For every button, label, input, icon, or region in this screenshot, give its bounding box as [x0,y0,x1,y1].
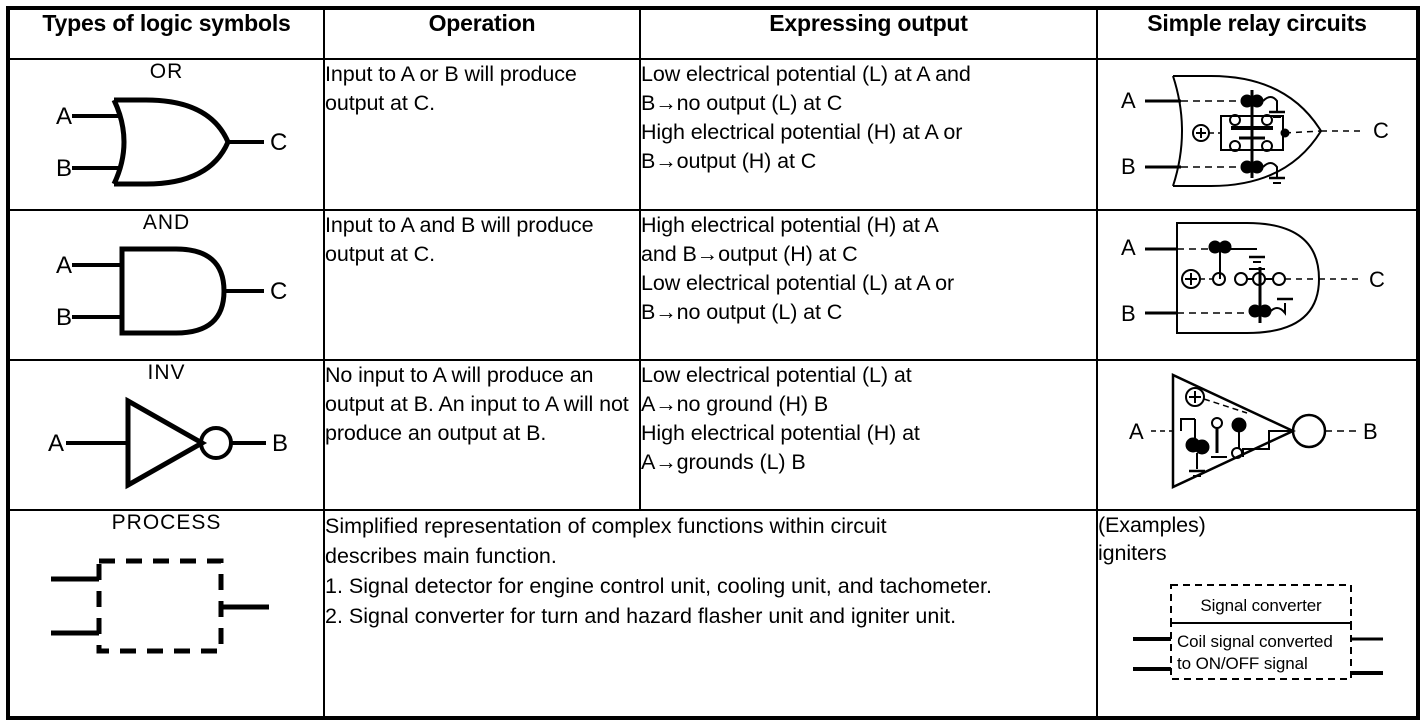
converter-line2-text: to ON/OFF signal [1177,654,1308,673]
or-gate-symbol: A B C [10,86,323,198]
svg-text:A: A [1121,235,1136,260]
relay-circuit-cell-and: A B C [1096,209,1418,361]
converter-line1-text: Coil signal converted [1177,632,1333,651]
table-row: AND A B C Input to A and B will [8,209,1418,361]
svg-text:B: B [1121,301,1136,326]
output-line: A→grounds (L) B [641,450,806,474]
process-description-line: Simplified representation of complex fun… [325,514,887,538]
svg-text:B: B [56,155,72,182]
svg-text:C: C [270,129,287,156]
inverter-gate-symbol: A B [10,387,323,499]
svg-text:C: C [1369,267,1385,292]
operation-cell-inv: No input to A will produce an output at … [323,359,641,511]
expressing-output-cell-inv: Low electrical potential (L) at A→no gro… [639,359,1098,511]
table-row: PROCESS Simplified representation of com… [8,509,1418,718]
operation-cell-or: Input to A or B will produce output at C… [323,58,641,211]
process-examples-cell: (Examples) igniters [1096,509,1418,718]
svg-text:A: A [56,103,72,130]
symbol-cell-or: OR A B C [8,58,325,211]
symbol-label: INV [147,361,186,384]
process-list-item: 1. Signal detector for engine control un… [325,574,992,598]
svg-text:C: C [1373,118,1389,143]
output-line: High electrical potential (H) at A or [641,120,963,144]
svg-text:A: A [1121,88,1136,113]
process-description-line: describes main function. [325,544,557,568]
symbol-cell-and: AND A B C [8,209,325,361]
header-expressing-output: Expressing output [639,8,1098,60]
signal-converter-block: Signal converter Coil signal converted t… [1098,577,1416,689]
and-relay-circuit: A B C [1098,211,1416,346]
output-line: B→output (H) at C [641,149,817,173]
process-description-cell: Simplified representation of complex fun… [323,509,1098,718]
examples-value: igniters [1098,541,1167,565]
table-row: INV A B No input to A will produce an ou… [8,359,1418,511]
symbol-label: AND [142,211,191,234]
table-header-row: Types of logic symbols Operation Express… [8,8,1418,60]
or-relay-circuit: A B C [1098,60,1416,202]
svg-text:A: A [48,430,64,457]
symbol-label: OR [149,60,184,83]
process-list-item: 2. Signal converter for turn and hazard … [325,604,957,628]
output-line: B→no output (L) at C [641,300,843,324]
svg-text:B: B [272,430,288,457]
output-line: Low electrical potential (L) at A or [641,271,955,295]
inverter-relay-circuit: A B [1098,361,1416,501]
and-gate-symbol: A B C [10,237,323,347]
output-line: High electrical potential (H) at A [641,213,939,237]
converter-title-text: Signal converter [1200,596,1322,615]
svg-text:B: B [1363,419,1378,444]
expressing-output-cell-and: High electrical potential (H) at A and B… [639,209,1098,361]
svg-text:A: A [56,252,72,279]
svg-text:B: B [56,304,72,331]
output-line: Low electrical potential (L) at A and [641,62,971,86]
output-line: Low electrical potential (L) at [641,363,912,387]
svg-text:B: B [1121,154,1136,179]
header-types-of-logic-symbols: Types of logic symbols [8,8,325,60]
output-line: A→no ground (H) B [641,392,829,416]
symbol-label: PROCESS [111,511,222,534]
output-line: and B→output (H) at C [641,242,858,266]
header-operation: Operation [323,8,641,60]
header-simple-relay-circuits: Simple relay circuits [1096,8,1418,60]
examples-label: (Examples) [1098,513,1206,537]
symbol-cell-process: PROCESS [8,509,325,718]
svg-text:C: C [270,278,287,305]
expressing-output-cell-or: Low electrical potential (L) at A and B→… [639,58,1098,211]
symbol-cell-inv: INV A B [8,359,325,511]
table-row: OR A B C [8,58,1418,211]
logic-symbols-table: Types of logic symbols Operation Express… [6,6,1420,720]
process-block-symbol [10,537,323,687]
svg-text:A: A [1129,419,1144,444]
output-line: B→no output (L) at C [641,91,843,115]
relay-circuit-cell-inv: A B [1096,359,1418,511]
relay-circuit-cell-or: A B C [1096,58,1418,211]
output-line: High electrical potential (H) at [641,421,920,445]
operation-cell-and: Input to A and B will produce output at … [323,209,641,361]
